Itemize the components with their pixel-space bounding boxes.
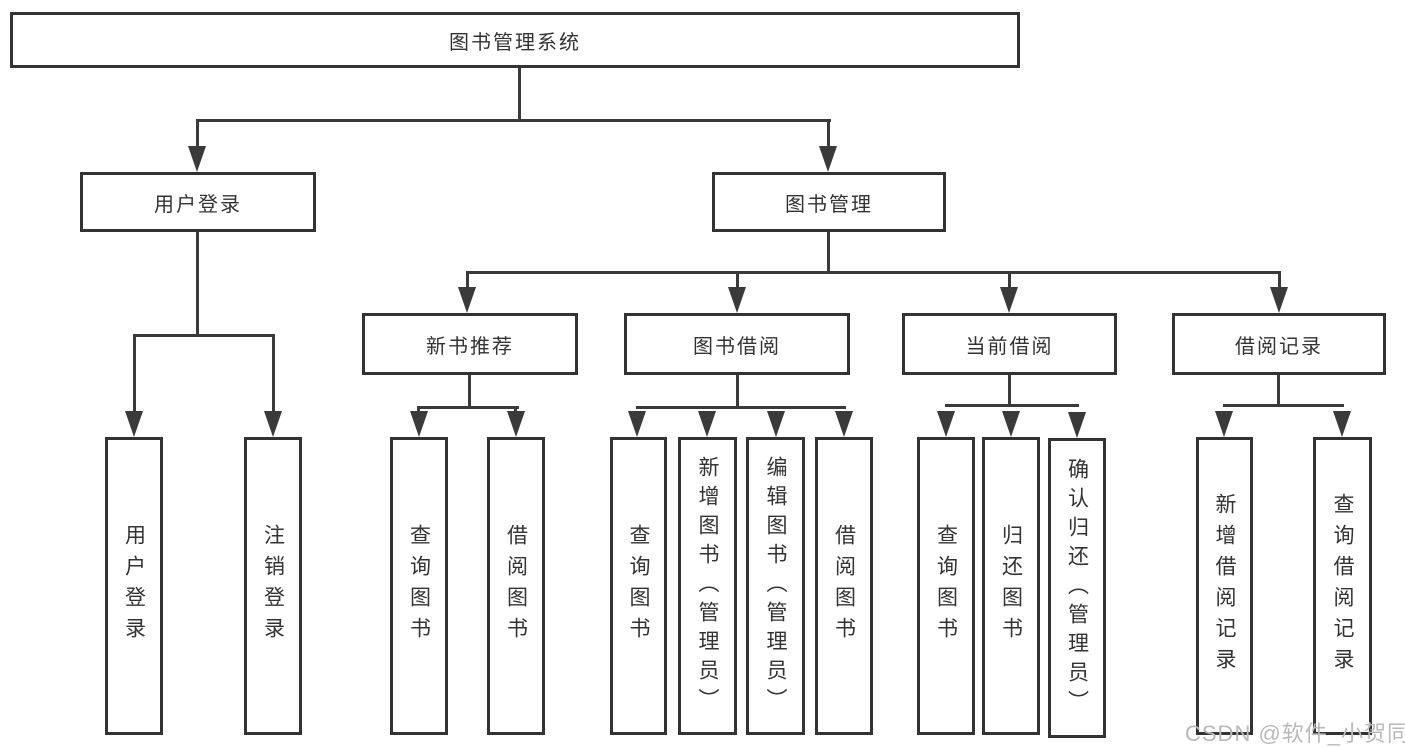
node-user-login: 用户登录 bbox=[80, 172, 316, 232]
node-book-borrow: 图书借阅 bbox=[624, 313, 850, 375]
connector-cb-rail bbox=[945, 404, 1079, 407]
arrowhead-icon bbox=[125, 411, 143, 437]
leaf-br-add-record: 新增借阅记录 bbox=[1196, 437, 1253, 735]
arrowhead-icon bbox=[728, 287, 746, 313]
arrowhead-icon bbox=[410, 411, 428, 437]
node-borrow-records: 借阅记录 bbox=[1172, 313, 1386, 375]
arrowhead-icon bbox=[188, 146, 206, 172]
connector-cb-drop bbox=[1008, 375, 1011, 407]
leaf-cb-query-books: 查询图书 bbox=[917, 437, 975, 735]
connector-stub bbox=[466, 271, 469, 291]
connector-stub bbox=[196, 119, 199, 151]
connector-rec-drop bbox=[468, 375, 471, 409]
leaf-bb-add-books-admin: 新增图书（管理员） bbox=[678, 437, 737, 735]
arrowhead-icon bbox=[264, 411, 282, 437]
arrowhead-icon bbox=[937, 411, 955, 437]
leaf-br-query-record: 查询借阅记录 bbox=[1313, 437, 1372, 735]
arrowhead-icon bbox=[835, 411, 853, 437]
connector-stub bbox=[736, 271, 739, 291]
connector-stub bbox=[1008, 271, 1011, 291]
arrowhead-icon bbox=[507, 411, 525, 437]
arrowhead-icon bbox=[1333, 411, 1351, 437]
arrowhead-icon bbox=[767, 411, 785, 437]
node-new-book-recommend: 新书推荐 bbox=[362, 313, 578, 375]
arrowhead-icon bbox=[458, 287, 476, 313]
leaf-rec-borrow-books: 借阅图书 bbox=[487, 437, 545, 735]
leaf-cb-return-books: 归还图书 bbox=[982, 437, 1040, 735]
arrowhead-icon bbox=[1000, 287, 1018, 313]
leaf-bb-query-books: 查询图书 bbox=[610, 437, 667, 735]
connector-l1-rail bbox=[196, 119, 831, 122]
connector-root-drop bbox=[518, 68, 521, 121]
connector-userlogin-drop bbox=[196, 232, 199, 337]
connector-stub bbox=[272, 334, 275, 414]
arrowhead-icon bbox=[628, 411, 646, 437]
connector-stub bbox=[827, 119, 830, 151]
connector-userlogin-rail bbox=[133, 334, 275, 337]
leaf-cb-confirm-return-admin: 确认归还（管理员） bbox=[1048, 438, 1106, 738]
leaf-user-login: 用户登录 bbox=[105, 437, 163, 735]
leaf-bb-borrow-books: 借阅图书 bbox=[815, 437, 873, 735]
arrowhead-icon bbox=[1270, 287, 1288, 313]
connector-bb-drop bbox=[736, 375, 739, 409]
connector-br-rail bbox=[1223, 404, 1344, 407]
connector-br-drop bbox=[1277, 375, 1280, 407]
arrowhead-icon bbox=[1002, 411, 1020, 437]
leaf-bb-edit-books-admin: 编辑图书（管理员） bbox=[746, 437, 805, 735]
connector-bookmgmt-drop bbox=[827, 232, 830, 274]
connector-stub bbox=[133, 334, 136, 414]
leaf-logout: 注销登录 bbox=[244, 437, 302, 735]
arrowhead-icon bbox=[1215, 411, 1233, 437]
leaf-rec-query-books: 查询图书 bbox=[390, 437, 448, 735]
arrowhead-icon bbox=[1068, 412, 1086, 438]
arrowhead-icon bbox=[819, 146, 837, 172]
connector-bb-rail bbox=[636, 406, 846, 409]
connector-rec-rail bbox=[417, 406, 519, 409]
node-root: 图书管理系统 bbox=[10, 12, 1020, 68]
watermark: CSDN @软件_小贺同学 bbox=[1185, 721, 1405, 746]
connector-stub bbox=[1278, 271, 1281, 291]
node-book-management: 图书管理 bbox=[712, 172, 946, 232]
arrowhead-icon bbox=[698, 411, 716, 437]
node-current-borrow: 当前借阅 bbox=[902, 313, 1117, 375]
connector-l3-rail bbox=[466, 271, 1281, 274]
